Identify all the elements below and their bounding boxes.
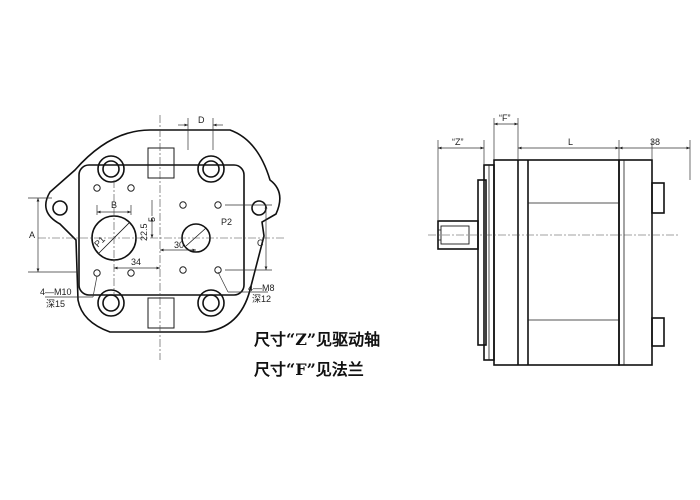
dim-z-label: “Z” xyxy=(452,137,464,147)
dim-22-5-label: 22.5 xyxy=(139,223,149,241)
body-rect xyxy=(78,164,245,296)
note-line-1: 尺寸“Z”见驱动轴 xyxy=(254,330,380,349)
dim-c-label: C xyxy=(257,238,264,248)
thread-holes xyxy=(93,184,222,277)
dim-38-label: 38 xyxy=(650,137,660,147)
ear-hole-left xyxy=(52,200,68,216)
bolt-bottom-left xyxy=(97,289,125,317)
rear-fitting-bottom xyxy=(651,317,665,347)
thread-left-1: 4—M10 xyxy=(40,287,72,297)
front-view: D A B 5 22.5 30 34 C P1 P2 4—M10 xyxy=(28,115,285,360)
side-pilot xyxy=(477,179,487,346)
dim-d-label: D xyxy=(198,115,205,125)
dim-f-label: “F” xyxy=(499,113,511,123)
dim-b-label: B xyxy=(111,200,117,210)
thread-right-1: 4—M8 xyxy=(248,283,275,293)
ear-hole-right xyxy=(251,200,267,216)
flange-outline xyxy=(44,129,281,333)
side-body xyxy=(493,159,620,366)
bottom-slot xyxy=(147,297,175,329)
thread-left-2: 深15 xyxy=(46,299,65,309)
port-p2-label: P2 xyxy=(221,217,232,227)
top-slot xyxy=(147,147,175,179)
bolt-top-right xyxy=(197,155,225,183)
side-view: “Z” “F” L 38 xyxy=(428,113,691,366)
bolt-top-left xyxy=(97,155,125,183)
thread-right-2: 深12 xyxy=(252,294,271,304)
rear-fitting-top xyxy=(651,182,665,214)
dim-34-label: 34 xyxy=(131,257,141,267)
dim-a-label: A xyxy=(29,230,35,240)
note-line-2: 尺寸“F”见法兰 xyxy=(254,360,364,379)
dim-30-label: 30 xyxy=(174,240,184,250)
bolt-bottom-right xyxy=(197,289,225,317)
dim-l-label: L xyxy=(568,137,573,147)
